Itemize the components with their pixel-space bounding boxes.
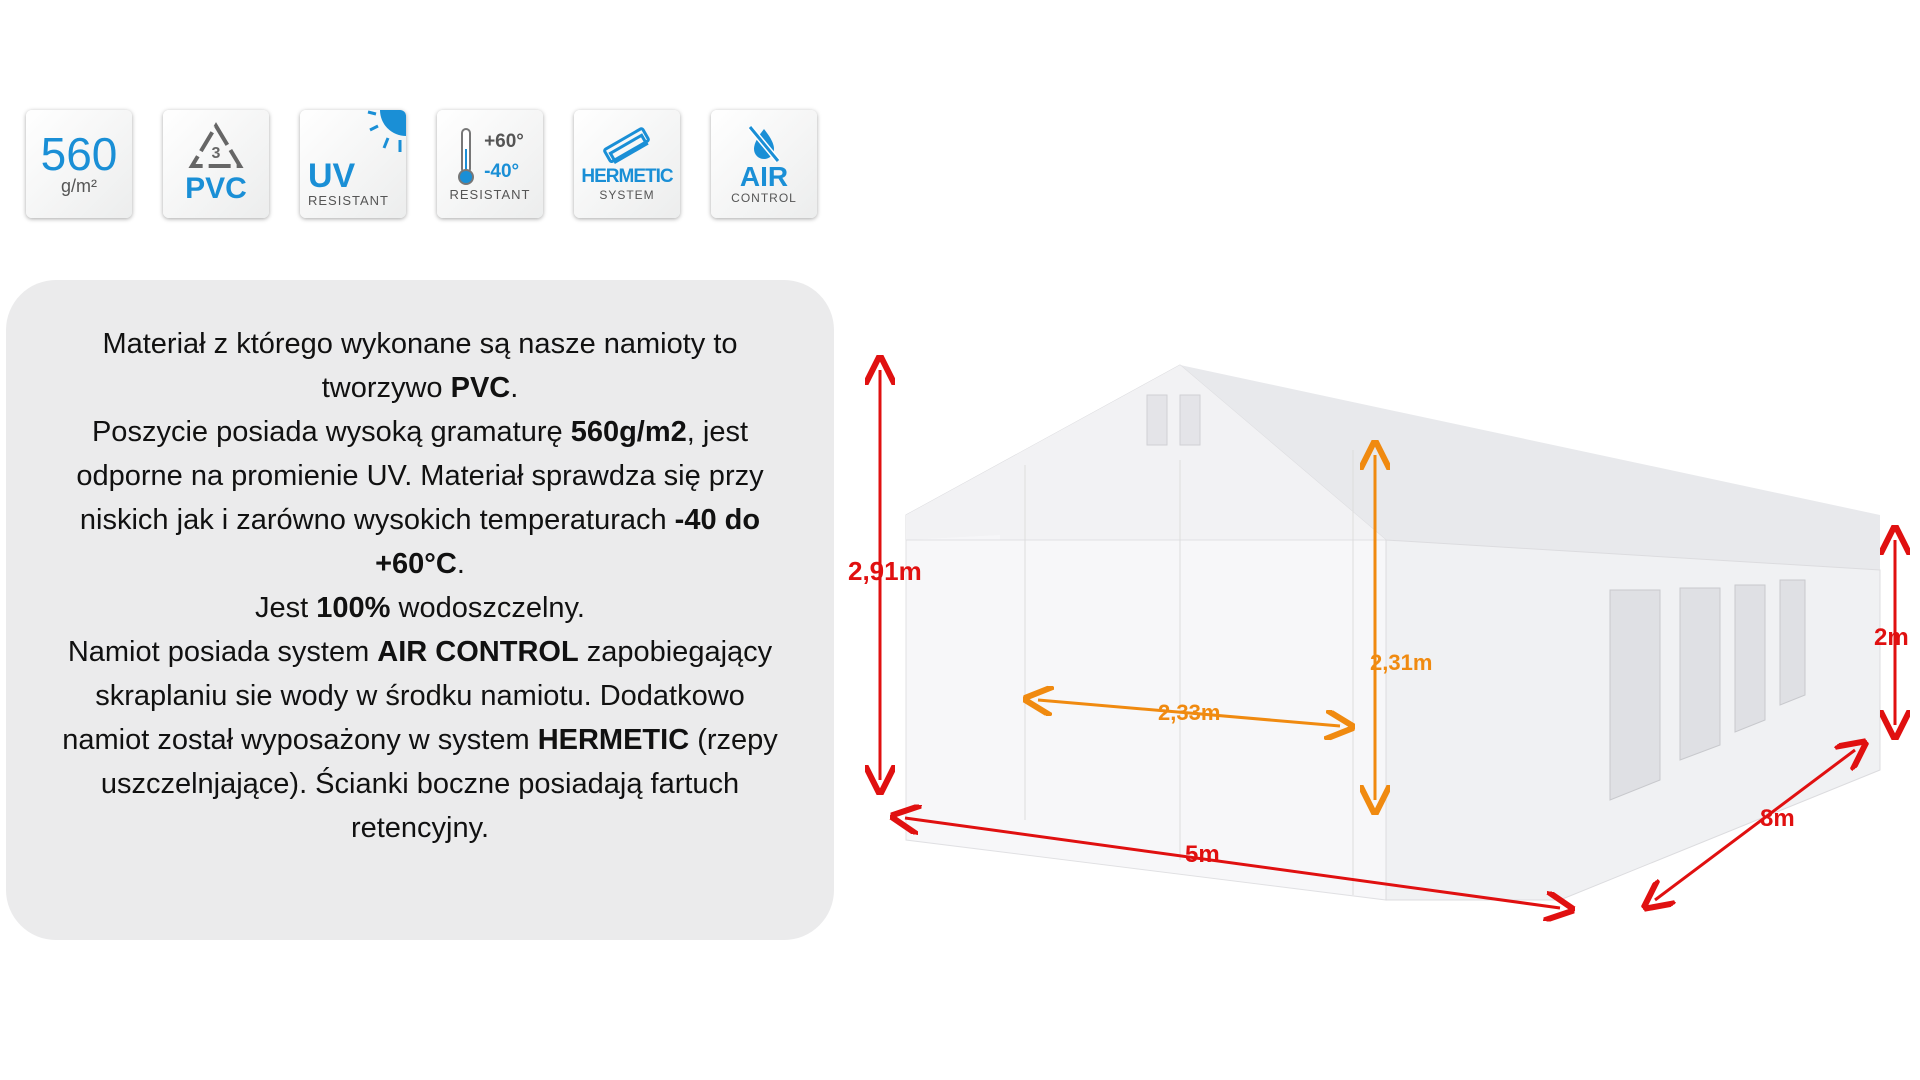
badge-sub: RESISTANT [449, 186, 531, 202]
description-coating: Poszycie posiada wysoką gramaturę 560g/m… [46, 410, 794, 586]
badge-sub: CONTROL [731, 191, 797, 205]
badge-pvc: 3 PVC [163, 110, 269, 218]
text: . [456, 548, 465, 580]
description-waterproof: Jest 100% wodoszczelny. [46, 586, 794, 630]
text-bold: 560g/m2 [570, 416, 687, 448]
no-condensation-icon [747, 125, 781, 163]
text: Namiot posiada system [67, 636, 378, 668]
height-label: 2,91m [848, 556, 922, 586]
width-arrow [905, 818, 1560, 908]
resin-code: 3 [212, 145, 221, 162]
text: , jest odporne na promienie UV. Materiał… [76, 416, 764, 536]
text-bold: 100% [316, 592, 391, 624]
tent-dimension-diagram: 2,91m 2,31m 2,33m 2m 5m 8m [848, 340, 1920, 940]
min-temp: -40° [484, 160, 520, 182]
description-material: Materiał z którego wykonane są nasze nam… [46, 322, 794, 410]
text: Jest [255, 592, 317, 624]
badge-air-control: AIR CONTROL [711, 110, 817, 218]
recycle-icon: 3 [188, 122, 244, 168]
text: (rzepy uszczelnjające). Ścianki boczne p… [100, 724, 778, 844]
badge-sub: g/m² [61, 175, 97, 196]
text-bold: PVC [450, 372, 511, 404]
text: Materiał z którego wykonane są nasze nam… [102, 328, 738, 404]
max-temp: +60° [484, 130, 524, 152]
badge-sub: SYSTEM [599, 188, 655, 202]
text: . [510, 372, 519, 404]
width-label: 5m [1185, 841, 1220, 868]
length-label: 8m [1760, 805, 1795, 832]
badge-main: PVC [185, 172, 247, 205]
velcro-strip-icon [603, 127, 650, 164]
door-height-label: 2,31m [1370, 650, 1432, 675]
badge-main: AIR [739, 161, 789, 192]
badge-hermetic: HERMETIC SYSTEM [574, 110, 680, 218]
text: Poszycie posiada wysoką gramaturę [91, 416, 571, 448]
text: wodoszczelny. [390, 592, 585, 624]
text-bold: HERMETIC [537, 724, 690, 756]
door-width-label: 2,33m [1158, 700, 1220, 725]
badge-main: 560 [40, 127, 118, 180]
description-panel: Materiał z którego wykonane są nasze nam… [6, 280, 834, 940]
badge-560gsm: 560 g/m² [26, 110, 132, 218]
badge-uv: UV RESISTANT [300, 110, 406, 218]
badge-sub: RESISTANT [308, 193, 389, 208]
door-width-arrow [1038, 700, 1340, 726]
badge-main: HERMETIC [581, 166, 673, 187]
thermometer-icon [458, 127, 475, 185]
text-bold: AIR CONTROL [377, 636, 579, 668]
badge-main: UV [308, 157, 356, 195]
side-height-label: 2m [1874, 624, 1909, 651]
length-arrow [1655, 750, 1855, 900]
text-bold: -40 do +60°C [375, 504, 761, 580]
description-systems: Namiot posiada system AIR CONTROL zapobi… [46, 630, 794, 850]
feature-badges: 560 g/m² 3 PVC UV RESISTANT +60° -40° RE… [26, 110, 817, 218]
sun-icon [367, 110, 406, 152]
badge-temperature: +60° -40° RESISTANT [437, 110, 543, 218]
text: zapobiegający skraplaniu sie wody w środ… [62, 636, 773, 756]
